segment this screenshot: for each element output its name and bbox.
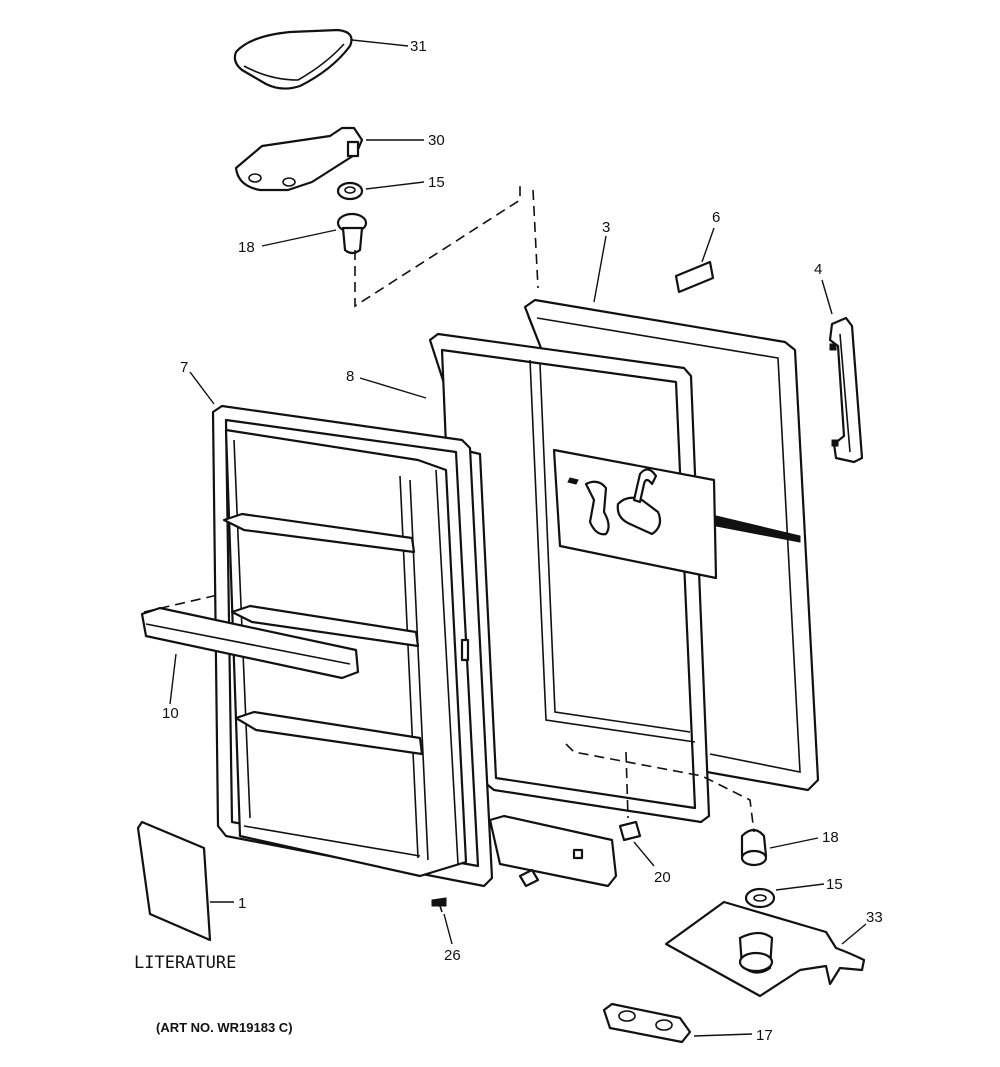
- callout-18-bottom: 18: [822, 829, 839, 846]
- part-18-bushing-top: [336, 212, 368, 255]
- callout-4: 4: [814, 261, 822, 278]
- bottom-door-rail: [488, 814, 618, 888]
- callout-10: 10: [162, 705, 179, 722]
- literature-caption: LITERATURE: [134, 953, 236, 973]
- callout-7: 7: [180, 359, 188, 376]
- hinge-instruction-inset: [552, 448, 801, 580]
- part-30-top-hinge: [234, 126, 364, 192]
- part-4-door-handle: [828, 316, 864, 464]
- part-31-hinge-cover: [233, 28, 353, 90]
- part-10-shelf-bar: [140, 593, 360, 680]
- alignment-line-bottom: [565, 743, 755, 833]
- leader-lines: [169, 39, 867, 1037]
- callout-31: 31: [410, 38, 427, 55]
- part-15-washer-top: [336, 181, 364, 201]
- part-20-bushing: [618, 751, 642, 842]
- part-18-bushing-bottom: [740, 828, 768, 867]
- callout-20: 20: [654, 869, 671, 886]
- part-17-shim-plate: [602, 1002, 692, 1044]
- callout-17: 17: [756, 1027, 773, 1044]
- callout-8: 8: [346, 368, 354, 385]
- callout-30: 30: [428, 132, 445, 149]
- callout-26: 26: [444, 947, 461, 964]
- part-6-label: [674, 260, 715, 294]
- callout-33: 33: [866, 909, 883, 926]
- alignment-line-top: [354, 186, 521, 308]
- callout-1: 1: [238, 895, 246, 912]
- callout-15-bottom: 15: [826, 876, 843, 893]
- part-1-literature: [136, 820, 212, 942]
- part-15-washer-bottom: [744, 887, 776, 909]
- art-number-caption: (ART NO. WR19183 C): [156, 1020, 293, 1035]
- callout-18-top: 18: [238, 239, 255, 256]
- alignment-line-top-vertical: [532, 189, 539, 289]
- part-33-bottom-hinge: [664, 900, 866, 998]
- callout-6: 6: [712, 209, 720, 226]
- callout-15-top: 15: [428, 174, 445, 191]
- callout-3: 3: [602, 219, 610, 236]
- callout-labels: 31 30 15 18 3 6 4 7 8 10 1 26 20 18 15 3…: [162, 38, 883, 1044]
- part-26-screw: [431, 897, 447, 913]
